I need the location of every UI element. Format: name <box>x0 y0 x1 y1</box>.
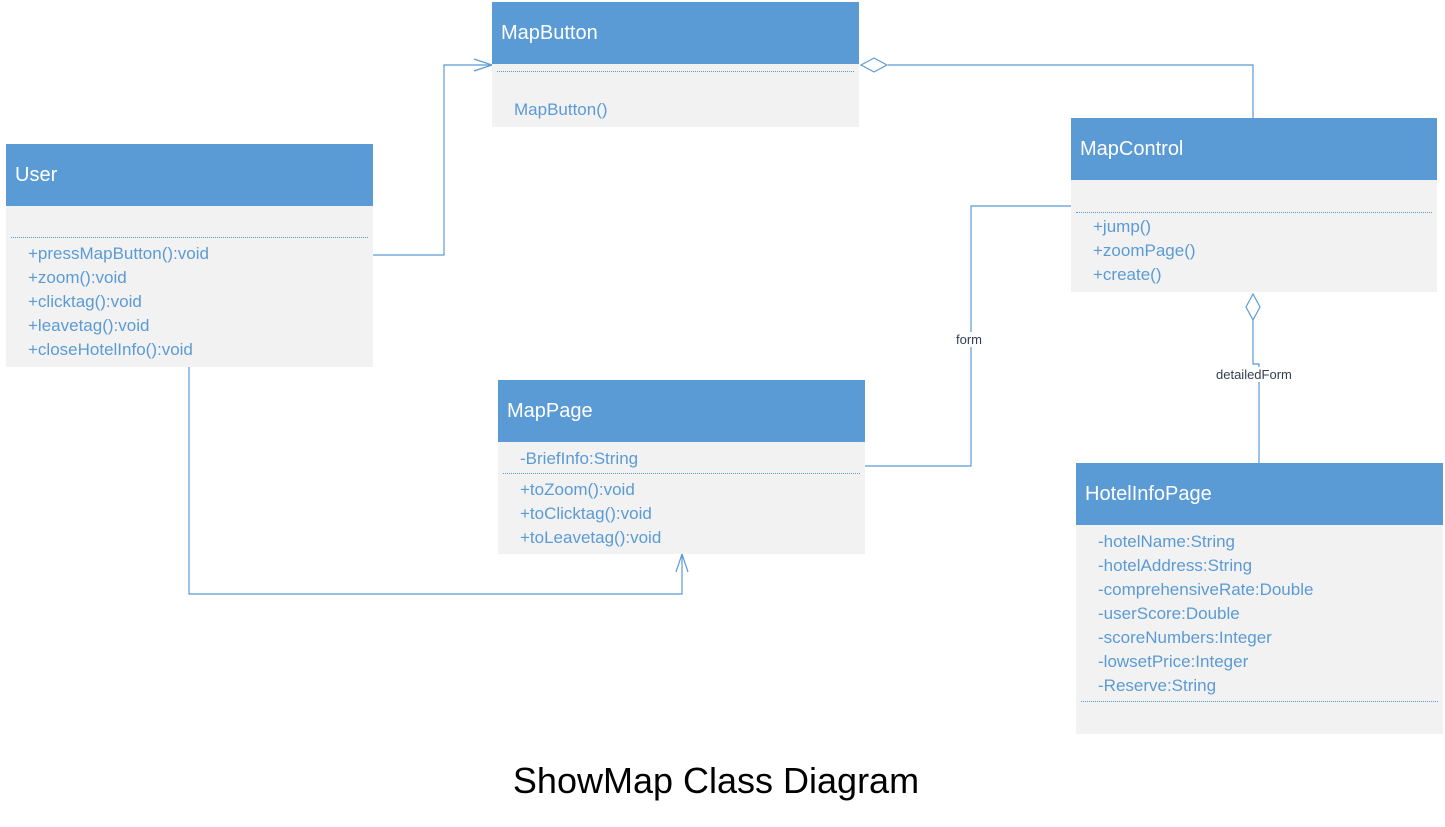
method-item: +pressMapButton():void <box>28 244 209 263</box>
class-mapcontrol[interactable]: MapControl +jump() +zoomPage() +create() <box>1071 118 1437 292</box>
class-user[interactable]: User +pressMapButton():void +zoom():void… <box>6 144 373 367</box>
attribute-item: -userScore:Double <box>1098 604 1240 623</box>
class-mapcontrol-methods: +jump() +zoomPage() +create() <box>1071 213 1437 287</box>
class-user-attributes <box>6 206 373 237</box>
class-mappage-separator <box>503 473 860 474</box>
class-hotelinfopage-attributes: -hotelName:String -hotelAddress:String -… <box>1076 525 1443 701</box>
method-item: +clicktag():void <box>28 292 142 311</box>
class-user-name: User <box>6 144 373 206</box>
method-item: +zoomPage() <box>1093 241 1196 260</box>
attribute-item: -comprehensiveRate:Double <box>1098 580 1314 599</box>
attribute-item: -scoreNumbers:Integer <box>1098 628 1272 647</box>
attribute-item: -Reserve:String <box>1098 676 1217 695</box>
detailedform-label: detailedForm <box>1214 367 1294 382</box>
class-mapbutton[interactable]: MapButton MapButton() <box>492 2 859 127</box>
diagram-title: ShowMap Class Diagram <box>512 760 920 801</box>
method-item: +jump() <box>1093 217 1152 236</box>
class-mappage[interactable]: MapPage -BriefInfo:String +toZoom():void… <box>498 380 865 554</box>
class-user-separator <box>11 237 368 238</box>
class-mapcontrol-attributes <box>1071 180 1437 212</box>
method-item: MapButton() <box>514 100 608 119</box>
attribute-item: -hotelAddress:String <box>1098 556 1253 575</box>
method-item: +toClicktag():void <box>520 504 652 523</box>
mapcontrol-to-hotelinfopage-connector[interactable] <box>1252 320 1260 463</box>
mapbutton-aggregation-diamond <box>859 57 889 73</box>
mapcontrol-aggregation-diamond <box>1245 292 1261 322</box>
form-label: form <box>954 332 984 347</box>
method-item: +zoom():void <box>28 268 127 287</box>
mapcontrol-to-mapbutton-connector[interactable] <box>888 64 1254 118</box>
class-hotelinfopage[interactable]: HotelInfoPage -hotelName:String -hotelAd… <box>1076 463 1443 734</box>
attribute-item: -lowsetPrice:Integer <box>1098 652 1249 671</box>
class-mapbutton-methods: MapButton() <box>492 72 859 122</box>
user-to-mappage-connector[interactable] <box>188 367 683 595</box>
class-hotelinfopage-separator <box>1081 701 1438 702</box>
class-mapcontrol-name: MapControl <box>1071 118 1437 180</box>
class-user-methods: +pressMapButton():void +zoom():void +cli… <box>6 238 373 362</box>
class-mapbutton-separator <box>497 71 854 72</box>
class-mappage-attributes: -BriefInfo:String <box>498 442 865 473</box>
method-item: +toLeavetag():void <box>520 528 662 547</box>
method-item: +leavetag():void <box>28 316 150 335</box>
user-to-mapbutton-connector[interactable] <box>373 64 492 256</box>
attribute-item: -hotelName:String <box>1098 532 1236 551</box>
method-item: +closeHotelInfo():void <box>28 340 193 359</box>
class-mappage-methods: +toZoom():void +toClicktag():void +toLea… <box>498 474 865 550</box>
mappage-open-arrowhead <box>675 552 689 573</box>
class-mapcontrol-separator <box>1076 212 1432 213</box>
attribute-item: -BriefInfo:String <box>520 449 639 468</box>
method-item: +toZoom():void <box>520 480 635 499</box>
class-mapbutton-attributes <box>492 64 859 71</box>
class-hotelinfopage-name: HotelInfoPage <box>1076 463 1443 525</box>
class-mappage-name: MapPage <box>498 380 865 442</box>
method-item: +create() <box>1093 265 1162 284</box>
class-mapbutton-name: MapButton <box>492 2 859 64</box>
